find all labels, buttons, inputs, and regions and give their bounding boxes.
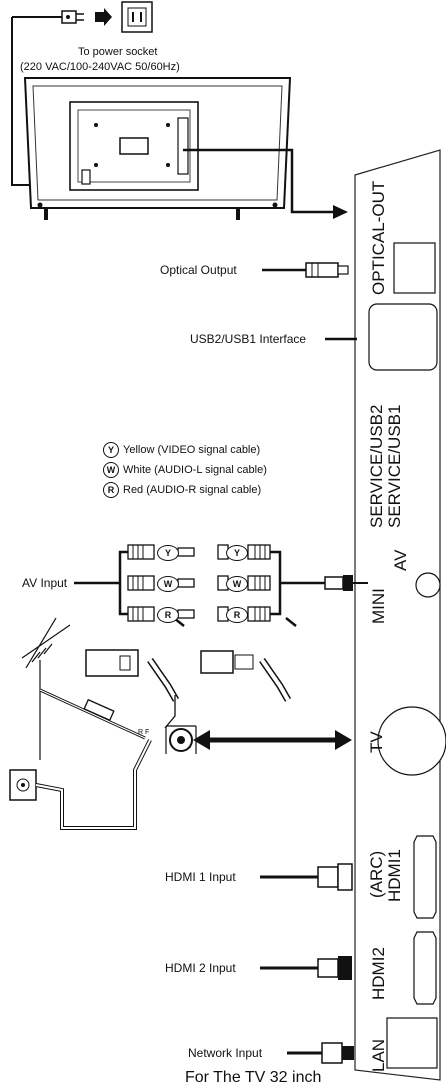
legend-item-yellow: Y Yellow (VIDEO signal cable) — [103, 440, 267, 460]
label-hdmi2-input: HDMI 2 Input — [165, 961, 236, 975]
diagram-caption: For The TV 32 inch — [185, 1069, 322, 1086]
cable-legend: Y Yellow (VIDEO signal cable) W White (A… — [103, 440, 267, 500]
tv-back-icon — [23, 77, 292, 220]
optical-plug-icon — [305, 262, 349, 278]
power-caption-line1: To power socket — [78, 46, 158, 58]
tv-antenna-port — [377, 706, 446, 776]
rca-badge-r-left: R — [157, 607, 179, 623]
antenna-icon — [21, 617, 71, 760]
hdmi1-plug-icon — [317, 863, 353, 891]
hdmi2-plug-icon — [317, 956, 352, 980]
rf-adapter-icon — [85, 617, 297, 702]
optical-port — [393, 242, 436, 294]
rca-badge-y-left: Y — [157, 545, 179, 561]
port-label-hdmi2: HDMI2 — [369, 947, 388, 1000]
arrow-to-panel-icon — [333, 205, 348, 219]
port-label-av: AV — [391, 549, 410, 571]
lan-plug-icon — [321, 1042, 354, 1064]
port-label-mini: MINI — [369, 588, 388, 624]
legend-item-white: W White (AUDIO-L signal cable) — [103, 460, 267, 480]
port-label-lan: LAN — [369, 1038, 388, 1072]
rca-badge-y-right: Y — [226, 545, 248, 561]
power-socket-icon — [121, 1, 153, 33]
hdmi1-port — [413, 835, 437, 919]
arrow-to-socket-icon — [95, 8, 112, 26]
label-rf: R F — [138, 729, 150, 736]
port-label-service-usb1: SERVICE/USB1 — [385, 404, 404, 528]
usb-port — [368, 303, 438, 371]
port-label-arc: (ARC) — [367, 850, 386, 898]
rca-stripes — [132, 545, 266, 621]
rca-badge-r-right: R — [226, 607, 248, 623]
label-optical-output: Optical Output — [160, 263, 237, 277]
power-caption-line2: (220 VAC/100-240VAC 50/60Hz) — [20, 61, 180, 73]
hdmi2-port — [413, 931, 437, 1005]
label-av-input: AV Input — [22, 576, 68, 590]
legend-text-red: Red (AUDIO-R signal cable) — [123, 483, 262, 496]
double-arrow-icon — [193, 730, 352, 750]
rca-cable-icons — [127, 544, 271, 622]
port-label-optical-out: OPTICAL-OUT — [369, 180, 388, 295]
legend-item-red: R Red (AUDIO-R signal cable) — [103, 480, 267, 500]
wall-socket-icon — [9, 769, 37, 801]
legend-badge-r: R — [103, 482, 119, 498]
label-network-input: Network Input — [188, 1046, 263, 1060]
legend-text-yellow: Yellow (VIDEO signal cable) — [123, 443, 261, 456]
port-label-tv: TV — [367, 731, 386, 753]
label-hdmi1-input: HDMI 1 Input — [165, 870, 236, 884]
legend-badge-w: W — [103, 462, 119, 478]
label-usb-interface: USB2/USB1 Interface — [190, 332, 307, 346]
power-plug-icon — [12, 10, 84, 24]
port-label-hdmi1: HDMI1 — [385, 849, 404, 902]
legend-text-white: White (AUDIO-L signal cable) — [123, 463, 267, 476]
mini-av-plug-icon — [324, 575, 368, 591]
port-label-service-usb2: SERVICE/USB2 — [367, 404, 386, 528]
side-panel-outline — [354, 149, 441, 1081]
legend-badge-y: Y — [103, 442, 119, 458]
rca-badge-w-right: W — [226, 576, 248, 592]
lan-port — [386, 1017, 438, 1069]
rca-badge-w-left: W — [157, 576, 179, 592]
mini-av-port — [415, 572, 441, 598]
